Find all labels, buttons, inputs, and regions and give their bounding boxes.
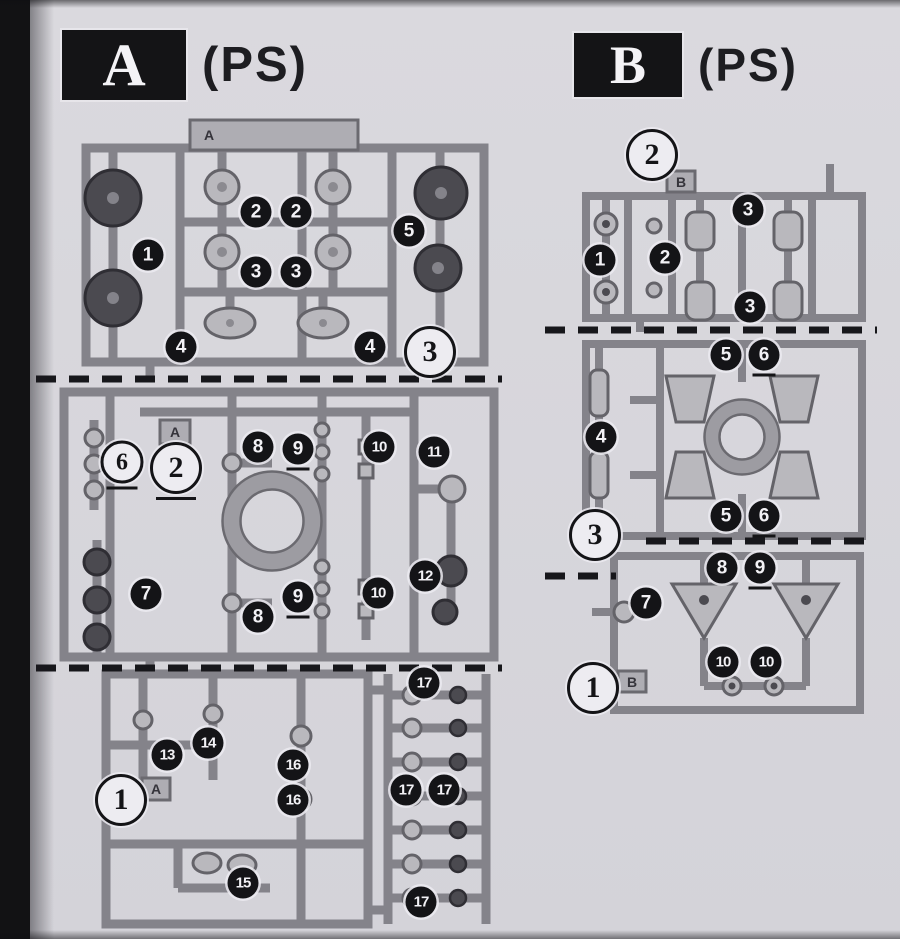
part-callout-b-8: 8 bbox=[706, 552, 738, 584]
part-callout-b-1: 1 bbox=[584, 244, 616, 276]
runner-b-sec3-parts bbox=[588, 368, 820, 500]
book-spine bbox=[0, 0, 30, 939]
part-callout-b-7: 7 bbox=[630, 587, 662, 619]
runner-tab-b: B bbox=[675, 174, 687, 190]
panel-b-letter: B bbox=[609, 35, 647, 95]
section-divider-b bbox=[646, 537, 877, 545]
panel-b-letter-box: B bbox=[574, 33, 682, 97]
section-divider-a bbox=[36, 375, 502, 383]
part-callout-a-7: 7 bbox=[130, 578, 162, 610]
runner-a-sec1-rails bbox=[101, 669, 491, 929]
part-callout-a-1: 1 bbox=[132, 239, 164, 271]
part-callout-a-17: 17 bbox=[408, 667, 440, 699]
part-callout-a-11: 11 bbox=[418, 436, 450, 468]
panel-b-title: B (PS) bbox=[574, 33, 798, 97]
runner-a-top-tab bbox=[188, 118, 360, 152]
runner-b-sec2-parts bbox=[593, 210, 804, 322]
part-callout-a-2: 2 bbox=[280, 196, 312, 228]
runner-tab-b: B bbox=[626, 674, 638, 690]
runner-a-mid-tab bbox=[158, 418, 192, 446]
part-callout-a-8: 8 bbox=[242, 601, 274, 633]
part-callout-a-13: 13 bbox=[151, 739, 183, 771]
part-callout-a-4: 4 bbox=[165, 331, 197, 363]
runner-b-sec2-rails bbox=[582, 164, 866, 332]
panel-a-letter-box: A bbox=[62, 30, 186, 100]
part-callout-a-8: 8 bbox=[242, 431, 274, 463]
part-callout-a-12: 12 bbox=[409, 560, 441, 592]
runner-a-sec3-parts bbox=[83, 165, 469, 340]
runner-b-sec1-rails bbox=[592, 552, 864, 714]
section-divider-a bbox=[36, 664, 502, 672]
part-callout-b-5: 5 bbox=[710, 500, 742, 532]
part-callout-a-17: 17 bbox=[390, 774, 422, 806]
part-callout-b-10: 10 bbox=[707, 646, 739, 678]
section-divider-b bbox=[545, 572, 616, 580]
section-marker-b-3: 3 bbox=[569, 509, 621, 561]
runner-b-sec1-parts bbox=[612, 582, 841, 697]
runner-b-top-tab bbox=[665, 169, 697, 194]
part-callout-a-16: 16 bbox=[277, 749, 309, 781]
panel-a-title: A (PS) bbox=[62, 30, 308, 100]
section-marker-a-1: 1 bbox=[95, 774, 147, 826]
section-divider-b bbox=[545, 326, 877, 334]
runner-a-sec2-parts bbox=[82, 421, 468, 652]
part-callout-b-10: 10 bbox=[750, 646, 782, 678]
page-bottom-edge bbox=[0, 930, 900, 939]
runner-a-sec2-rails bbox=[59, 387, 499, 674]
section-marker-b-1: 1 bbox=[567, 662, 619, 714]
section-marker-b-2: 2 bbox=[626, 129, 678, 181]
part-callout-a-9: 9 bbox=[282, 433, 314, 471]
part-callout-b-4: 4 bbox=[585, 421, 617, 453]
runner-a-sec1-parts bbox=[132, 684, 468, 909]
section-marker-a-2: 2 bbox=[150, 442, 202, 500]
part-callout-a-17: 17 bbox=[428, 774, 460, 806]
runner-tab-a: A bbox=[203, 127, 215, 143]
part-callout-b-5: 5 bbox=[710, 339, 742, 371]
part-callout-a-4: 4 bbox=[354, 331, 386, 363]
part-callout-a-14: 14 bbox=[192, 727, 224, 759]
section-marker-a-3: 3 bbox=[404, 326, 456, 378]
part-callout-b-6: 6 bbox=[748, 500, 780, 538]
part-callout-a-5: 5 bbox=[393, 215, 425, 247]
part-callout-a-9: 9 bbox=[282, 581, 314, 619]
part-callout-a-3: 3 bbox=[240, 256, 272, 288]
part-callout-a-3: 3 bbox=[280, 256, 312, 288]
part-callout-a-15: 15 bbox=[227, 867, 259, 899]
section-marker-a-6: 6 bbox=[100, 440, 144, 490]
part-callout-b-9: 9 bbox=[744, 552, 776, 590]
part-callout-a-17: 17 bbox=[405, 886, 437, 918]
runner-tab-a: A bbox=[150, 781, 162, 797]
panel-b-material: (PS) bbox=[698, 39, 798, 91]
part-callout-b-6: 6 bbox=[748, 339, 780, 377]
part-callout-b-3: 3 bbox=[732, 194, 764, 226]
panel-a-material: (PS) bbox=[202, 38, 308, 92]
runner-tab-a: A bbox=[169, 424, 181, 440]
part-callout-b-3: 3 bbox=[734, 291, 766, 323]
panel-a-letter: A bbox=[102, 31, 146, 98]
part-callout-a-10: 10 bbox=[362, 577, 394, 609]
part-callout-a-16: 16 bbox=[277, 784, 309, 816]
part-callout-a-10: 10 bbox=[363, 431, 395, 463]
part-callout-a-2: 2 bbox=[240, 196, 272, 228]
page-top-edge bbox=[0, 0, 900, 8]
part-callout-b-2: 2 bbox=[649, 242, 681, 274]
